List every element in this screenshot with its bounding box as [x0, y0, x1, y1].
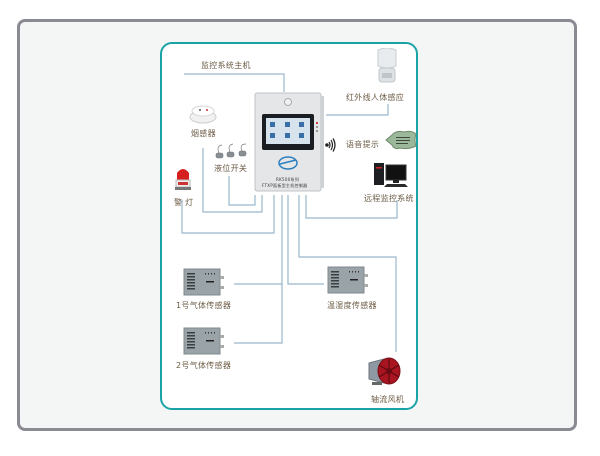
sound-wave-icon: [324, 137, 338, 152]
remote-monitor-label: 远程监控系统: [364, 194, 414, 203]
smoke-detector-icon: [188, 104, 218, 124]
wire-gas1: [234, 195, 283, 285]
pir-sensor-icon: [374, 47, 400, 86]
host-panel-line1: RK500系列: [276, 177, 300, 182]
wire-alarm: [181, 195, 275, 234]
level-switch-label: 液位开关: [214, 164, 248, 173]
wire-pir: [326, 104, 389, 116]
voice-label: 语音提示: [346, 140, 380, 149]
axial-fan-icon: [366, 355, 402, 387]
wire-gas2: [234, 284, 283, 344]
desktop-computer-icon: [372, 161, 410, 189]
axial-fan-label: 轴流风机: [371, 395, 405, 404]
wire-smoke: [202, 148, 263, 213]
host-panel-line2: FTXP面板型主机控制器: [262, 183, 308, 188]
wire-fan: [298, 195, 397, 352]
pir-label: 红外线人体感应: [346, 93, 405, 102]
float-switch-icon: [212, 143, 252, 163]
humidity-sensor-icon: [327, 266, 369, 294]
gas-sensor-2-label: 2号气体传感器: [176, 361, 232, 370]
warning-light-icon: [174, 166, 192, 192]
wire-humid: [287, 195, 324, 285]
wire-level: [228, 176, 256, 206]
humidity-sensor-label: 温湿度传感器: [327, 301, 377, 310]
host-label: 监控系统主机: [201, 61, 251, 70]
gas-sensor-1-label: 1号气体传感器: [176, 301, 232, 310]
wire-host-title: [184, 73, 285, 92]
speech-bubble-icon: [384, 129, 418, 151]
gas-sensor-2-icon: [183, 327, 225, 355]
control-cabinet-icon: [254, 92, 324, 194]
alarm-light-label: 警 灯: [174, 198, 194, 207]
smoke-label: 烟感器: [191, 129, 216, 138]
gas-sensor-1-icon: [183, 268, 225, 296]
wire-remote: [305, 195, 398, 219]
